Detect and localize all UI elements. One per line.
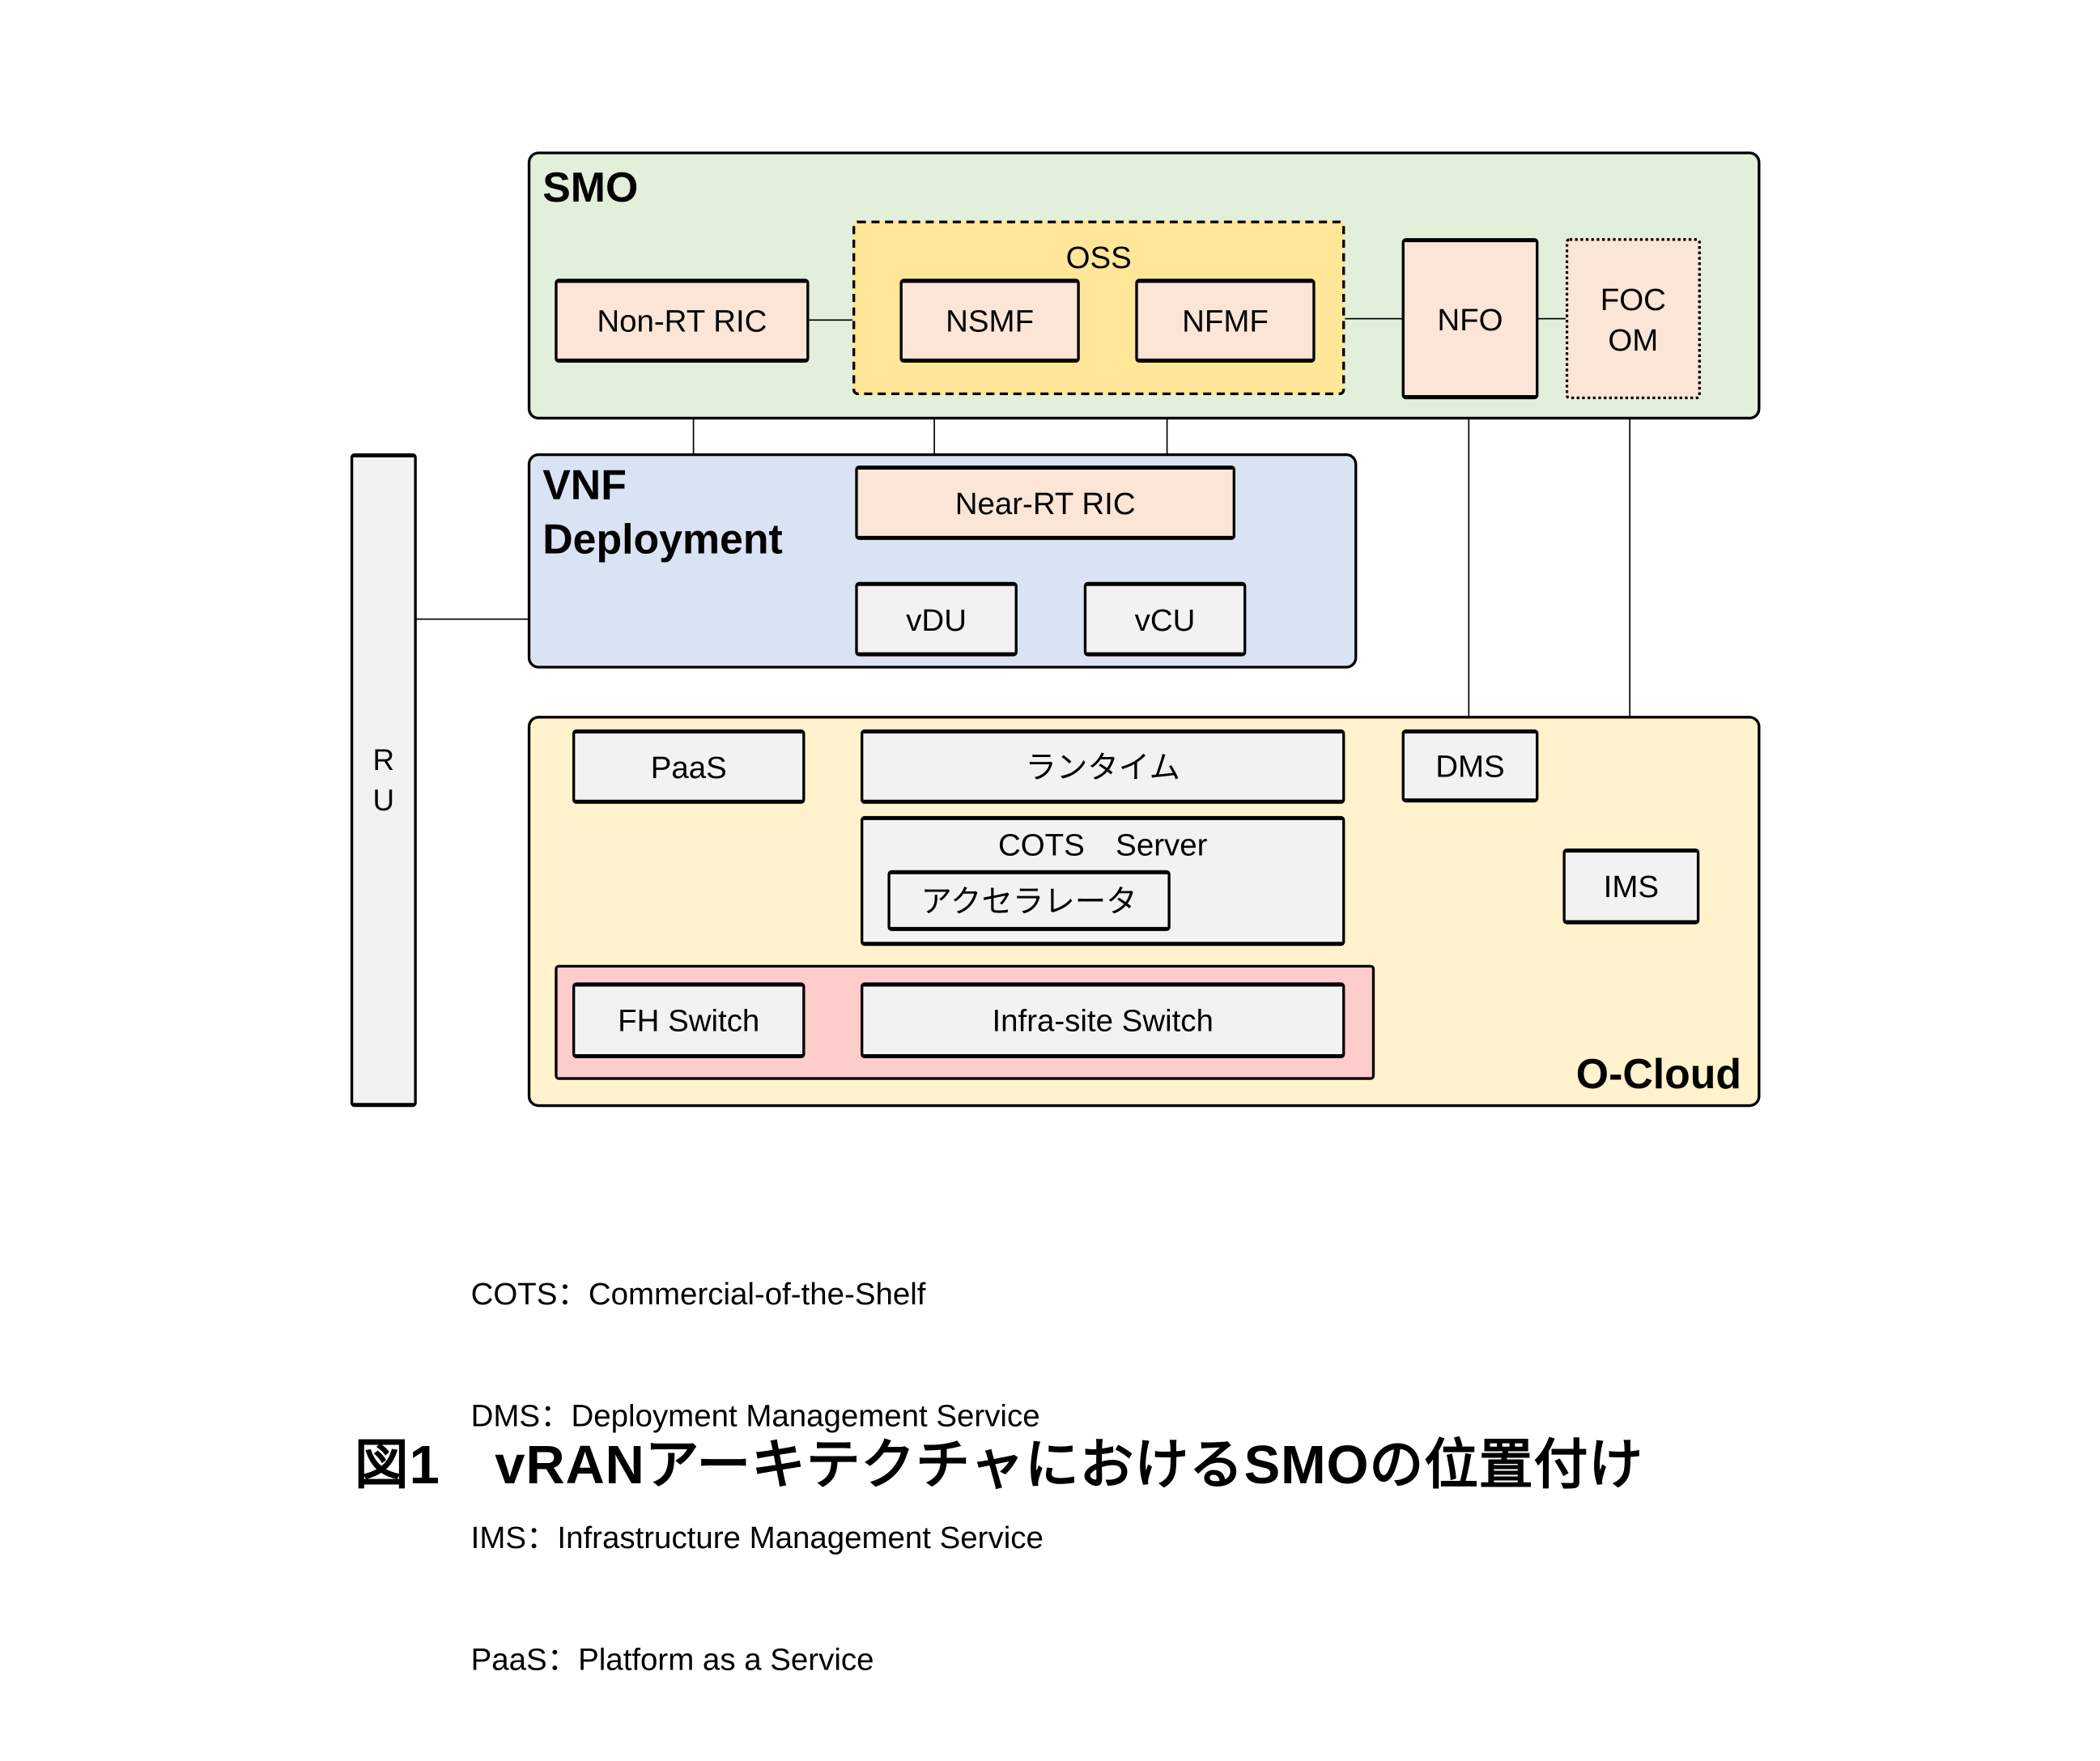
- node-ru[interactable]: R U: [350, 453, 417, 1108]
- node-near-rt-ric-label: Near-RT RIC: [954, 485, 1136, 521]
- node-near-rt-ric[interactable]: Near-RT RIC: [855, 465, 1235, 540]
- node-nsmf[interactable]: NSMF: [899, 279, 1080, 363]
- node-ru-label-line1: R: [372, 742, 395, 776]
- node-focom[interactable]: FOC OM: [1565, 238, 1701, 400]
- node-ru-label-line2: U: [372, 782, 395, 817]
- legend-item-cots: COTS：Commercial-of-the-Shelf: [470, 1276, 926, 1312]
- node-infra-site-switch[interactable]: Infra-site Switch: [861, 982, 1345, 1059]
- oss-label: OSS: [1065, 239, 1132, 275]
- figure-caption: 図1 vRANアーキテクチャにおけるSMOの位置付け: [354, 1436, 1643, 1495]
- connector-nonrtric-oss: [807, 319, 854, 321]
- node-nfo-label: NFO: [1437, 300, 1503, 337]
- node-ru-label: R U: [373, 739, 395, 820]
- node-accelerator-label: アクセラレータ: [920, 883, 1137, 919]
- node-infra-site-switch-label: Infra-site Switch: [992, 1002, 1214, 1038]
- connector-nfo-focom: [1536, 317, 1567, 320]
- node-accelerator[interactable]: アクセラレータ: [887, 870, 1171, 931]
- node-focom-label-line2: OM: [1608, 321, 1659, 357]
- architecture-diagram: SMO OSS Non-RT RIC NSMF NFMF NFO FOC OM …: [350, 151, 1761, 1677]
- node-ims[interactable]: IMS: [1562, 848, 1700, 925]
- connector-nfo-dms: [1468, 398, 1470, 733]
- node-nfmf-label: NFMF: [1182, 303, 1269, 338]
- node-dms[interactable]: DMS: [1401, 729, 1539, 803]
- connector-nfmf-nearrtric: [1166, 418, 1168, 467]
- node-non-rt-ric[interactable]: Non-RT RIC: [555, 279, 810, 363]
- node-vcu[interactable]: vCU: [1083, 581, 1247, 657]
- node-paas-label: PaaS: [650, 749, 727, 785]
- node-cots-server-label: COTS Server: [997, 827, 1208, 862]
- node-runtime-label: ランタイム: [1025, 749, 1180, 785]
- node-paas[interactable]: PaaS: [572, 729, 806, 804]
- legend-item-dms: DMS：Deployment Management Service: [470, 1397, 1040, 1434]
- smo-label: SMO: [542, 164, 639, 211]
- node-focom-label-line1: FOC: [1600, 280, 1666, 317]
- vnf-deployment-label-line1: VNF: [542, 461, 627, 509]
- node-fh-switch[interactable]: FH Switch: [572, 982, 806, 1059]
- node-vdu[interactable]: vDU: [855, 581, 1018, 657]
- node-nsmf-label: NSMF: [946, 303, 1035, 338]
- node-nfo[interactable]: NFO: [1401, 238, 1539, 400]
- vnf-deployment-label: VNF Deployment: [542, 459, 783, 568]
- legend-item-paas: PaaS：Platform as a Service: [470, 1641, 874, 1677]
- node-vdu-label: vDU: [906, 601, 967, 637]
- node-focom-label: FOC OM: [1601, 278, 1666, 359]
- o-cloud-label: O-Cloud: [1575, 1050, 1742, 1098]
- connector-nsmf-nearrtric: [933, 418, 936, 467]
- connector-oss-nfo: [1343, 317, 1404, 320]
- connector-focom-ims: [1629, 398, 1631, 853]
- node-nfmf[interactable]: NFMF: [1135, 279, 1316, 363]
- node-fh-switch-label: FH Switch: [618, 1002, 760, 1038]
- node-ims-label: IMS: [1603, 869, 1660, 904]
- node-runtime[interactable]: ランタイム: [861, 729, 1345, 804]
- node-dms-label: DMS: [1435, 748, 1505, 784]
- node-vcu-label: vCU: [1134, 601, 1196, 637]
- legend-item-ims: IMS：Infrastructure Management Service: [470, 1519, 1044, 1555]
- node-non-rt-ric-label: Non-RT RIC: [597, 303, 767, 338]
- vnf-deployment-label-line2: Deployment: [542, 515, 783, 564]
